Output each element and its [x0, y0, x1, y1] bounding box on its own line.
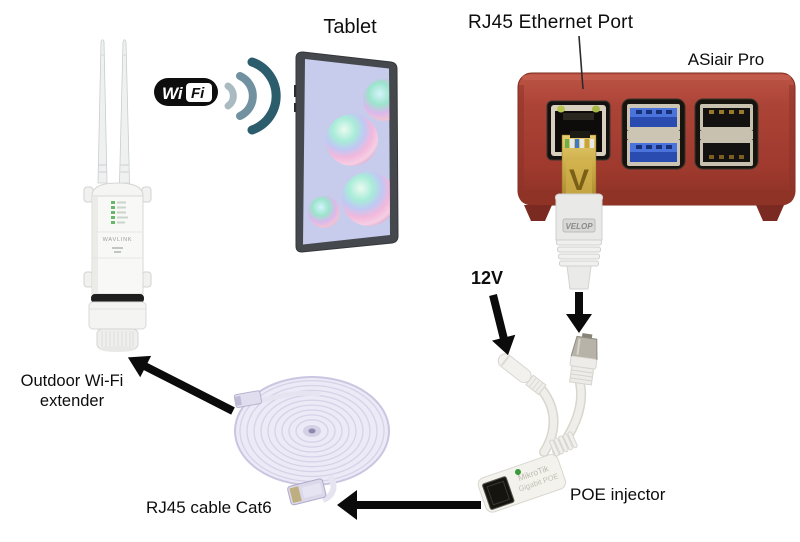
usb3-tongue	[630, 108, 677, 117]
extender-body	[91, 195, 144, 295]
ethernet-led	[557, 105, 565, 113]
arrow-12v-to-dc-jack	[489, 294, 516, 356]
asiair-edge-shade	[789, 85, 795, 190]
screen-bubble	[308, 196, 340, 228]
tablet-wallpaper	[308, 79, 390, 228]
extender-black-ring	[91, 294, 144, 303]
usb3-tongue	[630, 143, 677, 152]
antenna-right	[119, 39, 130, 184]
poe-strain-relief	[549, 431, 578, 457]
poe-injector-label: POE injector	[570, 485, 666, 504]
wifi-logo-fi-text: Fi	[191, 85, 205, 102]
wifi-logo-wi-text: Wi	[162, 84, 184, 103]
poe-port-inner	[486, 480, 511, 506]
plug-body	[554, 193, 604, 241]
usb2-ports	[694, 98, 759, 170]
asiair-edge-shade	[518, 85, 524, 190]
wifi-extender-device: WAVLINK	[83, 39, 152, 352]
asiair-top-highlight	[522, 75, 791, 80]
extender-label-line2: extender	[39, 392, 105, 410]
extender-top-cap	[91, 182, 144, 197]
extender-brand-text: WAVLINK	[103, 237, 133, 243]
dc-jack	[497, 353, 547, 396]
asiair-foot	[524, 205, 552, 221]
plug-v-emblem-text: V	[569, 164, 589, 197]
poe-port	[482, 476, 515, 510]
poe-injector-device: MikroTik Gigabit POE	[477, 454, 567, 513]
tablet-side-button	[294, 85, 296, 97]
coil-lead-bottom	[321, 474, 337, 503]
coil-connector-top	[233, 390, 263, 408]
plug-clip	[570, 131, 590, 138]
arrow-plug-to-poe	[566, 292, 592, 333]
12v-label: 12V	[471, 268, 504, 288]
rj45-pigtail-plug	[569, 333, 598, 386]
screen-bubble	[363, 79, 390, 121]
wifi-wave-small	[224, 82, 237, 110]
rj45-port-label: RJ45 Ethernet Port	[468, 12, 634, 33]
tablet-label: Tablet	[323, 16, 377, 38]
cable-label: RJ45 cable Cat6	[146, 498, 272, 517]
arrow-cable-to-extender	[127, 355, 235, 415]
label-leader-line	[578, 35, 584, 90]
plug-ridges	[556, 239, 602, 267]
rj45-cable-coil	[233, 376, 390, 506]
usb3-ports	[621, 98, 686, 170]
poe-led	[514, 469, 521, 476]
asiair-foot	[756, 205, 784, 221]
extender-bottom-cap	[96, 328, 139, 352]
led-indicators	[111, 201, 128, 224]
rj45-plug: V VELOP	[554, 131, 604, 290]
coil-lead-top	[259, 390, 321, 404]
wifi-logo: Wi Fi	[154, 78, 218, 106]
extender-label: Outdoor Wi-Fi extender	[2, 371, 142, 411]
extender-label-line1: Outdoor Wi-Fi	[20, 372, 124, 390]
tablet-side-button	[294, 103, 296, 112]
antenna-left	[97, 39, 108, 184]
screen-bubble	[342, 172, 390, 226]
plug-brand-label	[562, 218, 596, 233]
wifi-wave-medium	[236, 72, 257, 120]
wifi-signal-icon	[224, 57, 281, 135]
plug-brand-text: VELOP	[565, 222, 593, 231]
extender-mini-logo	[112, 247, 123, 253]
tablet-device	[294, 51, 399, 253]
wifi-wave-large	[247, 57, 281, 135]
plug-boot	[566, 265, 592, 290]
screen-bubble	[326, 114, 378, 166]
poe-injector-assembly: MikroTik Gigabit POE	[477, 333, 598, 513]
extender-body-shade	[92, 196, 98, 294]
arrow-poe-to-cable	[337, 490, 481, 520]
asiair-label: ASiair Pro	[687, 50, 765, 69]
antenna-bands	[99, 54, 129, 173]
coil-connector-bottom	[287, 478, 327, 506]
plug-emblem-plate	[566, 160, 592, 196]
ethernet-led	[592, 105, 600, 113]
plug-wires	[565, 139, 594, 148]
coil-center-hole	[308, 428, 316, 434]
dc-cable	[538, 386, 558, 456]
extender-lower-section	[88, 301, 147, 330]
